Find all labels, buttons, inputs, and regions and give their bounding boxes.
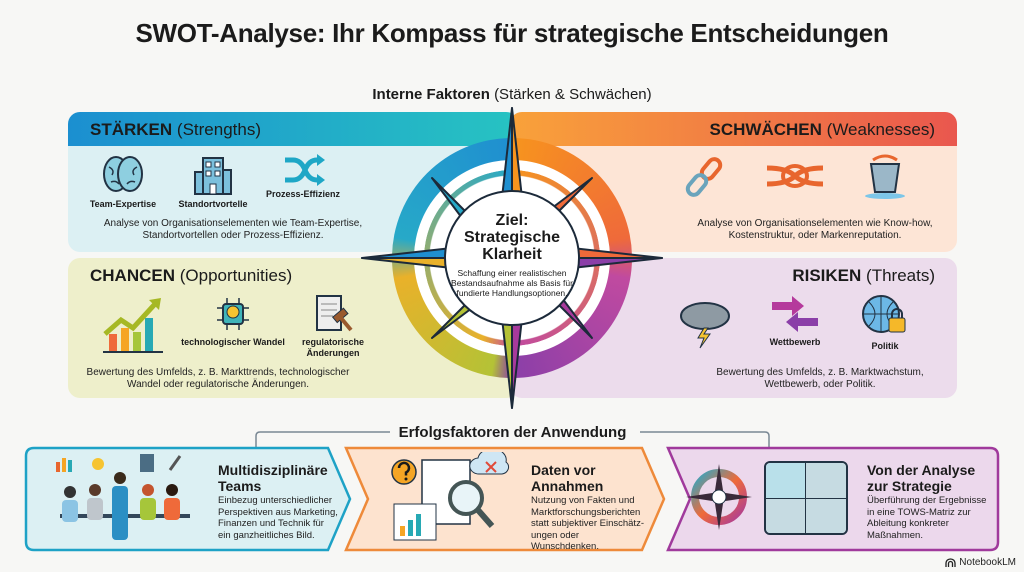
- internal-factors-label: Interne Faktoren (Stärken & Schwächen): [0, 86, 1024, 103]
- center-title: Ziel: Strategische Klarheit: [463, 212, 561, 263]
- card-1-title: Multidisziplinäre Teams: [218, 462, 328, 494]
- opportunities-header: CHANCEN (Opportunities): [68, 258, 518, 292]
- storm-cloud-icon: [680, 302, 730, 349]
- threats-title: RISIKEN: [792, 266, 862, 285]
- strengths-header: STÄRKEN (Strengths): [68, 112, 518, 146]
- item-regulatory: regulatorische Änderungen: [288, 294, 378, 359]
- lightbulb-chip-icon: [217, 298, 249, 330]
- card-3-title: Von der Analyse zur Strategie: [867, 462, 976, 494]
- success-heading: Erfolgsfaktoren der Anwendung: [398, 424, 627, 441]
- opportunities-title: CHANCEN: [90, 266, 175, 285]
- growth-chart-icon: [103, 298, 163, 353]
- item-wettbewerb: Wettbewerb: [750, 294, 840, 353]
- team-meeting-icon: [56, 454, 190, 540]
- label: Prozess-Effizienz: [265, 189, 341, 199]
- brain-icon: [103, 156, 143, 192]
- knot-icon: [766, 164, 824, 188]
- label: Politik: [871, 341, 899, 351]
- item-leaking-bucket: [840, 154, 930, 203]
- matrix-cell: [766, 463, 806, 499]
- page-title: SWOT-Analyse: Ihr Kompass für strategisc…: [135, 18, 889, 48]
- globe-lock-icon: [862, 295, 906, 333]
- weaknesses-desc: Analyse von Organisationselementen wie K…: [697, 218, 933, 241]
- item-broken-chain: [660, 154, 750, 203]
- card-2-text: Nutzung von Fakten und Marktforschungsbe…: [531, 495, 644, 552]
- threats-subtitle: (Threats): [866, 266, 935, 285]
- matrix-cell: [806, 463, 846, 499]
- item-storm: [660, 294, 750, 353]
- internal-normal: (Stärken & Schwächen): [494, 86, 652, 103]
- label: technologischer Wandel: [181, 337, 285, 347]
- notebooklm-logo-icon: [945, 558, 956, 567]
- strengths-subtitle: (Strengths): [176, 120, 261, 139]
- item-prozess: Prozess-Effizienz: [258, 152, 348, 210]
- label: Wettbewerb: [769, 337, 821, 347]
- bracket-line: [255, 431, 770, 448]
- brand-label: NotebookLM: [959, 557, 1016, 568]
- threats-header: RISIKEN (Threats): [510, 258, 957, 292]
- matrix-cell: [806, 498, 846, 533]
- label: Team-Expertise: [89, 199, 157, 209]
- data-analysis-icon: [391, 452, 510, 541]
- item-team-expertise: Team-Expertise: [78, 152, 168, 210]
- item-growth-chart: [88, 294, 178, 359]
- strengths-title: STÄRKEN: [90, 120, 173, 139]
- competition-arrows-icon: [772, 296, 818, 332]
- leaking-bucket-icon: [865, 154, 905, 199]
- card-2-title: Daten vor Annahmen: [531, 462, 604, 494]
- compass-center: [444, 190, 580, 326]
- strengths-desc: Analyse von Organisationselementen wie T…: [103, 218, 363, 241]
- item-knot: [750, 154, 840, 203]
- mini-compass-icon: [686, 464, 752, 530]
- card-1-text: Einbezug unterschiedlicher Perspektiven …: [218, 495, 338, 541]
- tows-matrix-icon: [764, 461, 848, 535]
- weaknesses-title: SCHWÄCHEN: [709, 120, 822, 139]
- label: Standortvortelle: [178, 199, 248, 209]
- weaknesses-subtitle: (Weaknesses): [826, 120, 935, 139]
- building-icon: [194, 157, 232, 195]
- label: regulatorische Änderungen: [301, 337, 365, 358]
- center-text: Schaffung einer realistischen Bestandsau…: [451, 268, 573, 298]
- document-gavel-icon: [316, 295, 353, 332]
- opportunities-desc: Bewertung des Umfelds, z. B. Markttrends…: [86, 367, 350, 390]
- card-3-text: Überführung der Ergebnisse in eine TOWS-…: [867, 495, 987, 541]
- item-politik: Politik: [840, 294, 930, 353]
- notebooklm-brand: NotebookLM: [945, 557, 1016, 568]
- weaknesses-header: SCHWÄCHEN (Weaknesses): [510, 112, 957, 146]
- internal-bold: Interne Faktoren: [372, 86, 490, 103]
- threats-desc: Bewertung des Umfelds, z. B. Marktwachst…: [716, 367, 924, 390]
- item-tech-change: technologischer Wandel: [178, 294, 288, 359]
- broken-chain-icon: [685, 157, 723, 197]
- opportunities-subtitle: (Opportunities): [179, 266, 293, 285]
- matrix-cell: [766, 498, 806, 533]
- shuffle-arrows-icon: [285, 154, 325, 186]
- item-standort: Standortvortelle: [168, 152, 258, 210]
